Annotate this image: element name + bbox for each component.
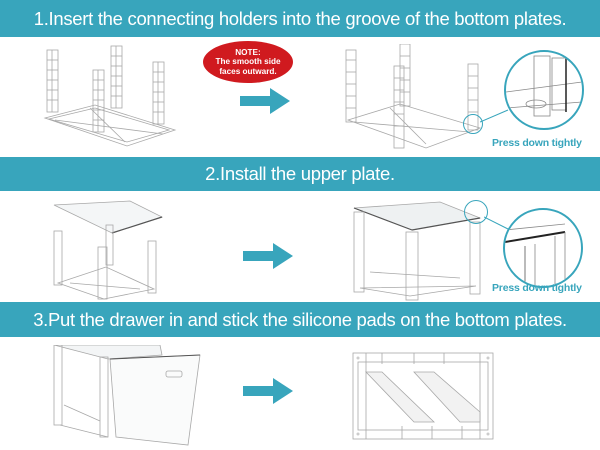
right-arrow-icon [243,378,293,404]
step-2-detail-magnifier [503,208,583,288]
step-1-title: 1.Insert the connecting holders into the… [33,7,567,29]
step-3-drawer-illustration [53,345,201,446]
detail-marker-ring [463,114,483,134]
step-1-parts-illustration [43,45,177,147]
detail-marker-ring [464,200,488,224]
note-callout: NOTE: The smooth side faces outward. [203,41,293,83]
right-arrow-icon [240,88,290,114]
step-2-parts-illustration [53,200,164,300]
step-3-bottom-view-illustration [352,352,494,440]
step-2-caption: Press down tightly [492,282,582,294]
step-2-banner: 2.Install the upper plate. [0,157,600,191]
note-text-line-1: The smooth side [215,57,281,67]
step-2-title: 2.Install the upper plate. [205,163,395,184]
note-text-line-2: faces outward. [219,66,277,76]
connector-line [484,216,509,230]
step-3-banner: 3.Put the drawer in and stick the silico… [0,302,600,337]
note-label: NOTE: [235,48,261,58]
step-1-detail-magnifier [504,50,584,130]
step-3-title: 3.Put the drawer in and stick the silico… [33,308,567,330]
connector-line [480,109,509,123]
right-arrow-icon [243,243,293,269]
step-1-assembled-illustration [345,44,482,149]
step-1-caption: Press down tightly [492,137,582,149]
step-1-banner: 1.Insert the connecting holders into the… [0,0,600,37]
